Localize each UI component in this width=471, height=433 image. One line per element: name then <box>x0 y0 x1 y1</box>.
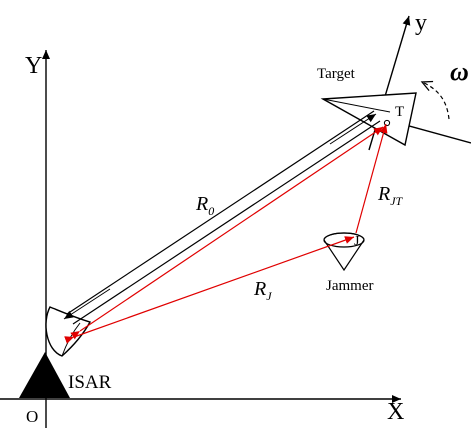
y-axis-label: Y <box>25 53 42 79</box>
x-axis-label: X <box>387 399 404 425</box>
target-point-label: T <box>395 104 404 120</box>
jammer-point-label: J <box>354 234 360 249</box>
isar-base <box>19 352 70 398</box>
rj-path <box>64 236 355 344</box>
rjt-label: RJT <box>377 183 404 208</box>
r0-label: R0 <box>195 193 214 218</box>
isar-label: ISAR <box>68 372 112 393</box>
rjt-path <box>355 123 388 234</box>
r0-red-path <box>70 126 384 340</box>
jammer-label: Jammer <box>326 278 373 294</box>
rotation-arrow <box>422 82 450 120</box>
target-y-axis-label: y <box>415 10 427 36</box>
rotation-symbol: ω <box>450 57 469 86</box>
origin-label: O <box>26 407 38 426</box>
target-label: Target <box>317 66 356 82</box>
rj-label: RJ <box>253 278 272 303</box>
